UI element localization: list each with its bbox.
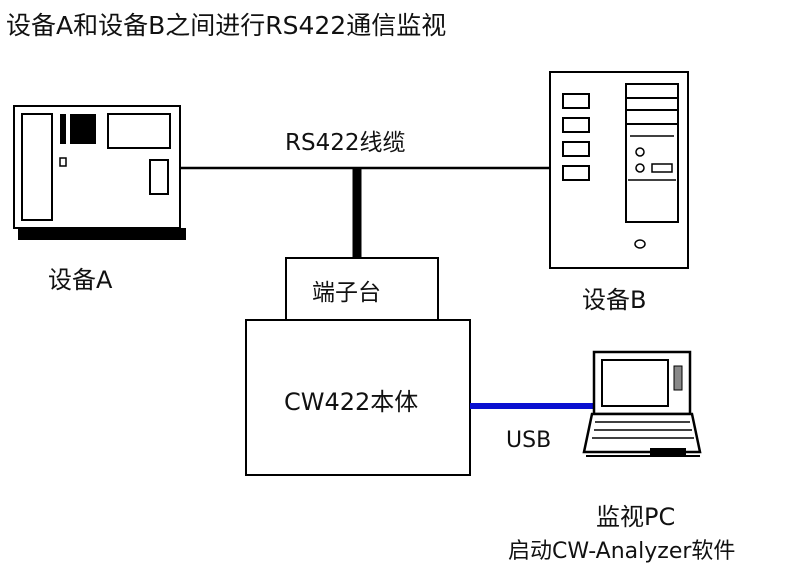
monitor-pc-label: 监视PC [596, 503, 676, 531]
terminal-block-label: 端子台 [312, 280, 381, 306]
laptop-icon [582, 350, 702, 457]
cw422-body-label: CW422本体 [284, 388, 419, 416]
device-a-icon [13, 105, 186, 240]
device-a-label: 设备A [48, 266, 113, 294]
device-b-icon [549, 71, 689, 269]
cw422-body-box [245, 319, 471, 476]
device-b-label: 设备B [582, 286, 647, 314]
software-caption: 启动CW-Analyzer软件 [508, 539, 736, 564]
usb-label: USB [506, 428, 552, 453]
diagram-title: 设备A和设备B之间进行RS422通信监视 [6, 11, 447, 40]
rs422-cable-label: RS422线缆 [285, 130, 406, 156]
